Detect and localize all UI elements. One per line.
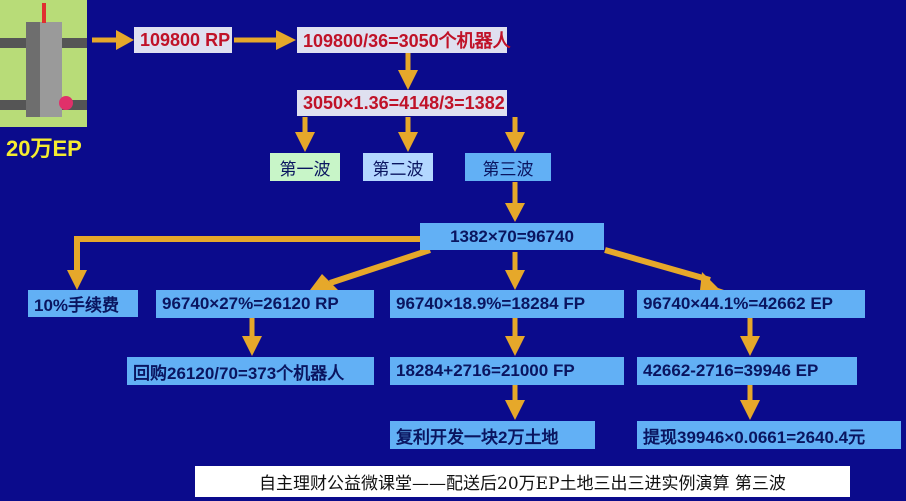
rp-box: 109800 RP	[134, 27, 232, 53]
wave-2-box: 第二波	[363, 153, 433, 181]
ep-net-box: 42662-2716=39946 EP	[637, 357, 857, 385]
building-icon	[0, 0, 87, 127]
wave-3-box: 第三波	[465, 153, 551, 181]
footer-caption: 自主理财公益微课堂——配送后20万EP土地三出三进实例演算 第三波	[195, 466, 850, 497]
fp-sum-box: 18284+2716=21000 FP	[390, 357, 624, 385]
ep-branch-box: 96740×44.1%=42662 EP	[637, 290, 865, 318]
rp-branch-box: 96740×27%=26120 RP	[156, 290, 374, 318]
ep-withdraw-box: 提现39946×0.0661=2640.4元	[637, 421, 901, 449]
split-box: 3050×1.36=4148/3=1382	[297, 90, 507, 116]
wave-1-box: 第一波	[270, 153, 340, 181]
robots-box: 109800/36=3050个机器人	[297, 27, 511, 53]
rp-buyback-box: 回购26120/70=373个机器人	[127, 357, 374, 385]
fee-box: 10%手续费	[28, 290, 138, 317]
source-label: 20万EP	[6, 136, 82, 161]
fp-branch-box: 96740×18.9%=18284 FP	[390, 290, 624, 318]
building-illustration	[0, 3, 87, 117]
fp-land-box: 复利开发一块2万土地	[390, 421, 595, 449]
total-box: 1382×70=96740	[420, 223, 604, 250]
